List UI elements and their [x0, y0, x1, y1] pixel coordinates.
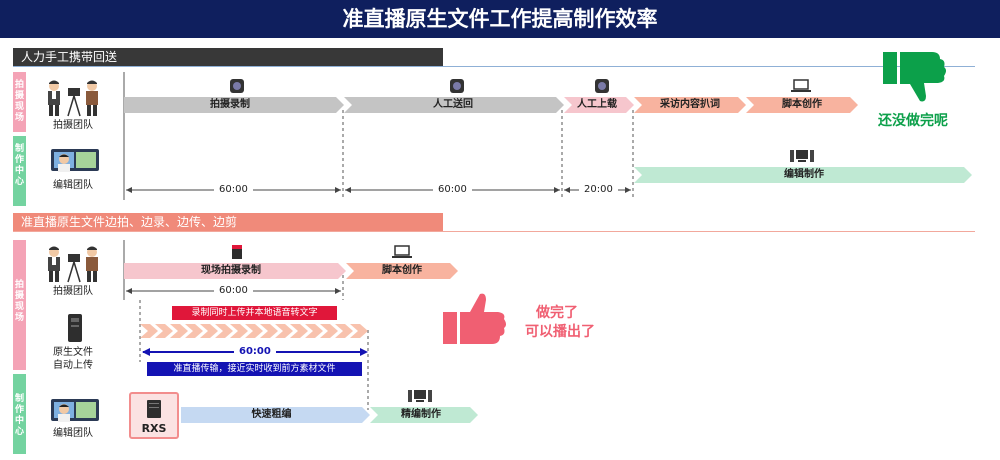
bar-script: 脚本创作	[782, 99, 822, 110]
camera-crew-icon	[48, 80, 98, 117]
camera-crew-icon	[48, 246, 98, 283]
recorder-device-icon	[68, 314, 82, 342]
time-label: 60:00	[234, 346, 276, 358]
time-label: 60:00	[433, 184, 472, 196]
editor-icon	[51, 399, 99, 422]
bar-script: 脚本创作	[382, 265, 422, 276]
section1-side-center: 制作中心	[13, 136, 26, 206]
status-not-done: 还没做完呢	[878, 113, 948, 129]
bar-shooting: 拍摄录制	[210, 99, 250, 110]
section1-header: 人力手工携带回送	[13, 48, 443, 67]
bar-manual-upload: 人工上载	[577, 99, 617, 110]
section1-role-center: 编辑团队	[53, 180, 93, 191]
section2-role-field: 拍摄团队	[53, 286, 93, 297]
section2-divider	[13, 231, 975, 232]
bar-manual-return: 人工送回	[433, 99, 473, 110]
time-label: 60:00	[214, 184, 253, 196]
bar-live-shooting: 现场拍摄录制	[201, 265, 261, 276]
section2-role-center: 编辑团队	[53, 428, 93, 439]
server-icon	[147, 400, 161, 418]
rxs-server: RXS	[129, 392, 179, 439]
section1-role-field: 拍摄团队	[53, 120, 93, 131]
rxs-label: RXS	[141, 422, 167, 435]
status-done-line1: 做完了	[536, 305, 578, 321]
status-done-line2: 可以播出了	[525, 324, 595, 340]
bar-edit: 编辑制作	[784, 169, 824, 180]
laptop-icon	[791, 79, 811, 92]
section2-side-center: 制作中心	[13, 374, 26, 454]
ribbon-record-upload: 录制同时上传并本地语音转文字	[172, 306, 337, 320]
time-label: 20:00	[579, 184, 618, 196]
workstation-icon	[790, 150, 814, 162]
thumbs-up-icon	[443, 293, 506, 344]
section2-side-field: 拍摄现场	[13, 240, 26, 370]
bar-transcribe: 采访内容扒词	[660, 99, 720, 110]
section2-header: 准直播原生文件边拍、边录、边传、边剪	[13, 213, 443, 232]
section1-divider	[13, 66, 975, 67]
camera-icon	[595, 79, 609, 93]
bar-fast-edit: 快速粗编	[251, 409, 292, 420]
ribbon-quasi-live: 准直播传输，接近实时收到前方素材文件	[147, 362, 362, 376]
section2-role-upload-line1: 原生文件	[53, 347, 93, 358]
laptop-icon	[392, 245, 412, 258]
thumbs-down-icon	[883, 52, 946, 102]
section2-role-upload-line2: 自动上传	[53, 360, 93, 371]
camera-icon	[450, 79, 464, 93]
editor-icon	[51, 149, 99, 172]
page-title: 准直播原生文件工作提高制作效率	[0, 0, 1000, 38]
workstation-icon	[408, 390, 432, 402]
time-label: 60:00	[214, 285, 253, 297]
camera-icon	[230, 79, 244, 93]
section1-side-field: 拍摄现场	[13, 72, 26, 132]
bar-fine-edit: 精编制作	[401, 409, 441, 420]
memory-card-icon	[232, 245, 242, 259]
